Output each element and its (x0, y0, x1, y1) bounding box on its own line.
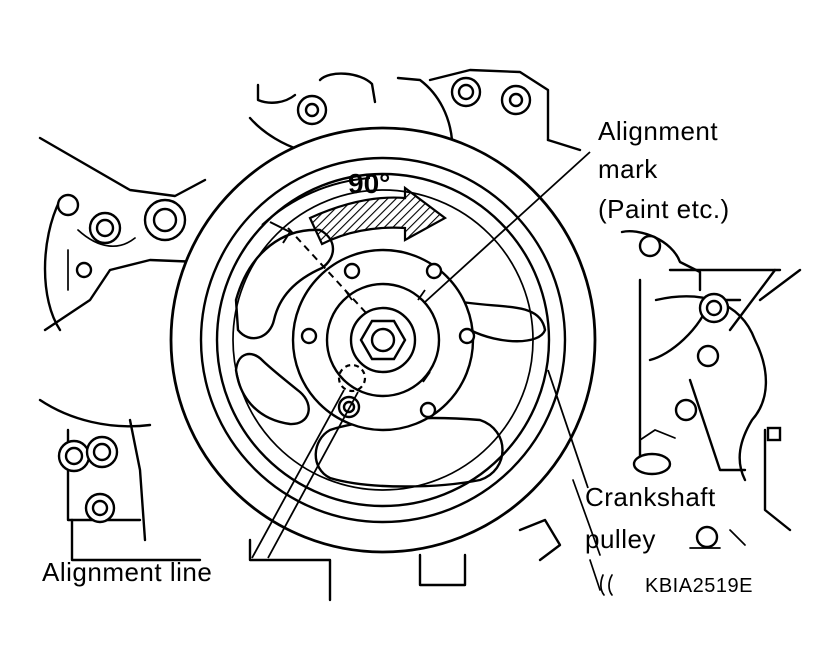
alignment-mark-label-line1: Alignment (598, 116, 718, 146)
alignment-line-label: Alignment line (42, 557, 212, 587)
crankshaft-pulley-label-line2: pulley (585, 524, 656, 554)
hatched-arrow (308, 185, 448, 246)
leader-crankshaft-pulley (547, 369, 589, 489)
angle-label: 90° (348, 168, 390, 199)
crank-bolt-hex (359, 319, 407, 361)
leader-alignment-mark (424, 151, 591, 303)
rotation-arrow (261, 177, 448, 246)
crankshaft-pulley (169, 126, 597, 554)
engine-block-right (572, 230, 802, 596)
pulley-slot (234, 352, 310, 426)
bolt-hole (56, 193, 80, 217)
alignment-dashed-line (287, 227, 369, 316)
crankshaft-pulley-label-line1: Crankshaft (585, 482, 716, 512)
leader-alignment-line-b (267, 391, 359, 559)
bolt-small (695, 525, 719, 549)
alignment-mark-label-line3: (Paint etc.) (598, 194, 730, 224)
leader-alignment-line-a (251, 389, 345, 559)
engine-block-bottom (248, 518, 562, 602)
engine-block-left (38, 136, 207, 562)
alignment-mark-label-line2: mark (598, 154, 658, 184)
alignment-line-circle (337, 363, 367, 393)
pulley-slot (234, 228, 335, 340)
figure-code: KBIA2519E (645, 575, 753, 597)
